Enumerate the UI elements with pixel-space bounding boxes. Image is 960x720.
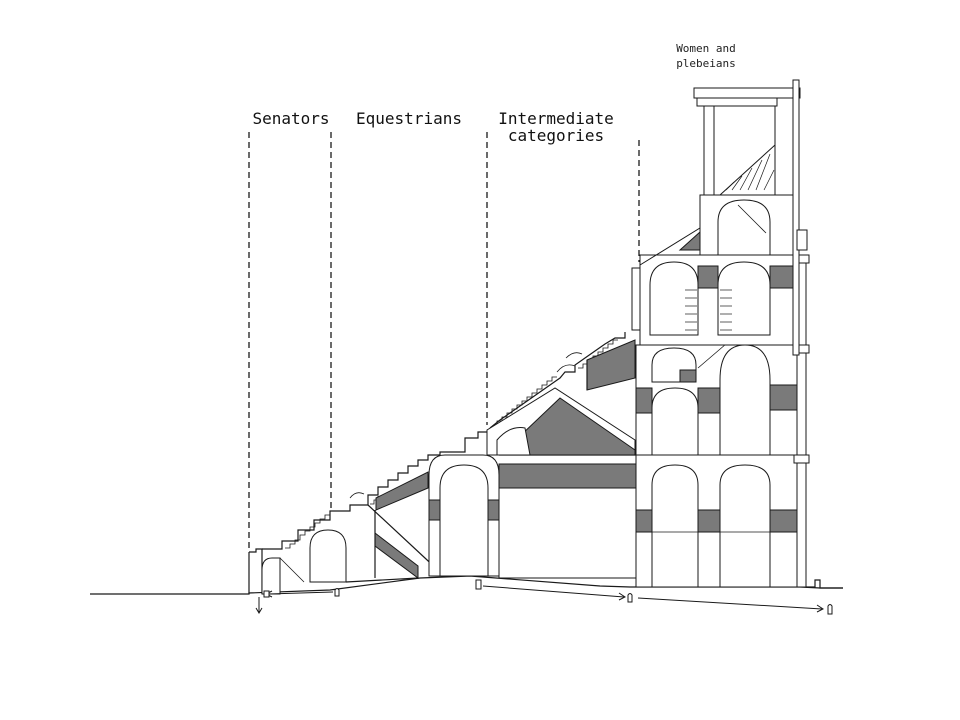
intermediate-substructure: [486, 339, 636, 456]
label-intermediate-line1: Intermediate: [498, 109, 614, 128]
outer-third-level: [631, 227, 810, 346]
podium-vault: [261, 557, 281, 595]
podium-wall: [249, 548, 263, 594]
outer-ground-arcade: [635, 454, 810, 588]
outer-base: [806, 579, 843, 589]
podium-door-marker: [263, 590, 270, 598]
vomitorium-mark-3: [565, 352, 583, 359]
ground-cornice: [793, 454, 810, 464]
arrow-to-outer-door: [482, 585, 625, 598]
arrow-down-head: [255, 607, 263, 614]
second-arch-2: [719, 344, 771, 456]
equestrian-shaded-vault: [375, 471, 429, 511]
intermediate-small-vault: [496, 427, 531, 456]
vomitoria-details: [349, 352, 583, 499]
attic-column-left: [703, 104, 715, 196]
third-arch-1: [649, 261, 699, 336]
cavea-outline: [249, 332, 626, 594]
arrow-to-exterior: [637, 597, 823, 610]
outer-attic: [693, 79, 808, 356]
third-stair-hatch: [685, 289, 732, 331]
vomitorium-mark-1: [349, 492, 365, 499]
third-arch-2: [717, 261, 771, 336]
door-marker-2: [475, 579, 482, 590]
attic-stair-hatch: [725, 153, 775, 191]
label-equestrians: Equestrians: [356, 109, 462, 128]
second-column: [796, 344, 807, 456]
ground-column: [796, 454, 807, 588]
corridor-shade-left: [428, 499, 441, 521]
equestrian-steps: [367, 454, 440, 505]
corridor-arch: [439, 464, 489, 577]
label-women-line1: Women and: [676, 42, 736, 55]
door-marker-3: [627, 593, 633, 603]
door-marker-4: [827, 604, 833, 615]
ground-shade-3: [769, 509, 799, 533]
outer-facade-edge: [792, 79, 800, 356]
label-senators: Senators: [252, 109, 329, 128]
ground-arch-1: [651, 464, 699, 588]
corridor-shade-right: [487, 499, 500, 521]
senators-substructure: [261, 504, 441, 595]
wide-corridor-ceiling: [498, 463, 637, 489]
senators-steps: [262, 504, 368, 550]
attic-stair-diagonal: [737, 204, 767, 234]
facade-corbel: [796, 229, 808, 251]
circulation-arrows: [255, 579, 833, 615]
arrow-to-outer-door-head: [618, 592, 626, 601]
senators-vault: [309, 529, 347, 583]
zone-labels: Senators Equestrians Intermediate catego…: [252, 42, 735, 145]
intermediate-shaded-wedge: [498, 397, 636, 456]
label-women-line2: plebeians: [676, 57, 736, 70]
arena-ground-line: [90, 552, 250, 595]
second-shade-1: [635, 387, 653, 414]
equestrian-ramp-line: [367, 504, 441, 573]
third-shade-1: [697, 265, 719, 289]
equestrian-substructure: [375, 454, 637, 579]
label-intermediate-line2: categories: [508, 126, 604, 145]
arrow-to-exterior-head: [816, 604, 824, 613]
zone-divider-lines: [248, 132, 640, 552]
maenianum-wall: [439, 428, 491, 455]
second-small-shade: [679, 369, 697, 383]
second-stair-diagonal: [697, 343, 727, 369]
third-shade-2: [769, 265, 795, 289]
second-arch-1: [651, 387, 699, 456]
second-shade-3: [769, 384, 799, 411]
ground-shade-1: [635, 509, 653, 533]
intermediate-upper-shade: [586, 339, 636, 391]
attic-roof-slab: [693, 87, 801, 99]
senators-floor: [345, 577, 419, 583]
second-shade-2: [697, 387, 721, 414]
arrow-to-podium: [267, 591, 334, 595]
third-left-pilaster: [631, 267, 641, 331]
outer-plinth: [806, 579, 843, 589]
attic-pier-right: [774, 94, 794, 196]
attic-architrave: [696, 97, 778, 107]
attic-vault: [717, 199, 771, 256]
podium-stair-diagonal: [279, 557, 305, 583]
ground-arch-2: [719, 464, 771, 588]
ground-shade-2: [697, 509, 721, 533]
door-marker-1: [334, 588, 340, 597]
intermediate-stair-teeth: [285, 339, 618, 549]
vomitorium-mark-2: [556, 364, 576, 373]
senators-shaded-ramp: [374, 531, 419, 579]
outer-second-level: [635, 343, 810, 456]
